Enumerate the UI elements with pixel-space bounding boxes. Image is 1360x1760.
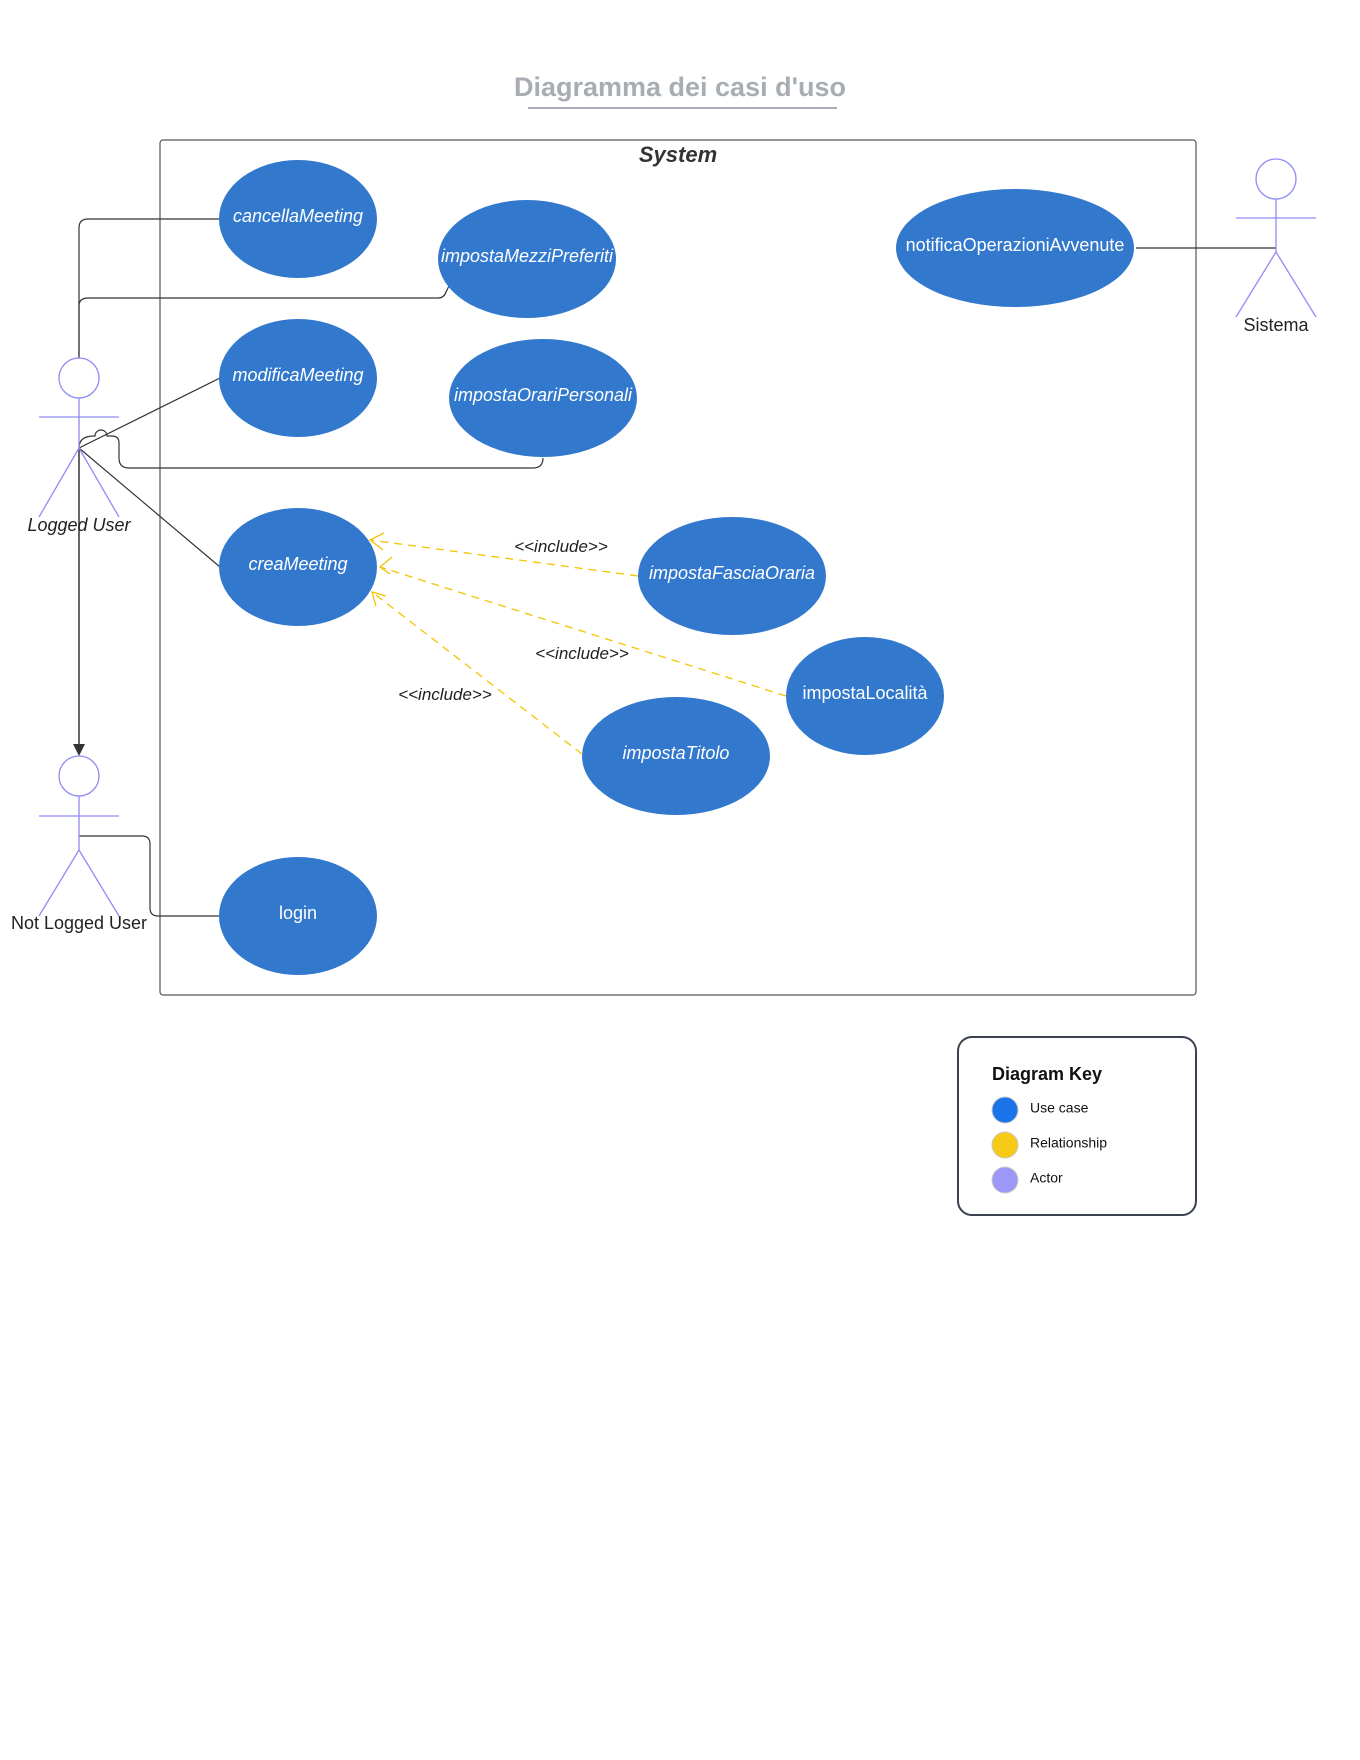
- legend-box: [957, 1036, 1197, 1216]
- actor-label-logged-user: Logged User: [27, 515, 131, 535]
- actor-not-logged-user[interactable]: [38, 755, 120, 917]
- legend-swatch-actor: [991, 1166, 1019, 1194]
- diagram-title: Diagramma dei casi d'uso: [514, 72, 846, 102]
- include-localita-arrowhead: [378, 556, 393, 575]
- actor-head-icon: [58, 755, 100, 797]
- legend-item: Actor: [991, 1166, 1063, 1194]
- include-label-titolo: <<include>>: [398, 685, 492, 704]
- use-case-label: login: [279, 903, 317, 923]
- legend-label: Relationship: [1030, 1135, 1107, 1151]
- legend-item: Use case: [991, 1096, 1089, 1124]
- use-case-impostafasciaoraria[interactable]: impostaFasciaOraria: [638, 517, 826, 635]
- actor-label-not-logged-user: Not Logged User: [11, 913, 147, 933]
- use-case-notificaoperazioniavvenute[interactable]: notificaOperazioniAvvenute: [896, 189, 1134, 307]
- legend-swatch-use-case: [991, 1096, 1019, 1124]
- include-titolo-line: [371, 591, 583, 755]
- use-case-label: creaMeeting: [248, 554, 347, 574]
- include-relationships: [368, 532, 787, 755]
- association-logged-creameeting: [78, 447, 221, 568]
- include-titolo-arrowhead: [371, 591, 387, 607]
- legend-label: Actor: [1030, 1170, 1063, 1186]
- actor-head-icon: [58, 357, 100, 399]
- use-case-label: notificaOperazioniAvvenute: [906, 235, 1125, 255]
- use-case-label: modificaMeeting: [232, 365, 363, 385]
- use-case-label: impostaOrariPersonali: [454, 385, 633, 405]
- actor-sistema[interactable]: [1235, 158, 1317, 318]
- use-case-label: impostaMezziPreferiti: [441, 246, 614, 266]
- legend-swatch-relationship: [991, 1131, 1019, 1159]
- legend-item: Relationship: [991, 1131, 1107, 1159]
- include-label-fasciaoraria: <<include>>: [514, 537, 608, 556]
- use-case-impostamezzipreferiti[interactable]: impostaMezziPreferiti: [438, 200, 616, 318]
- use-case-cancellameeting[interactable]: cancellaMeeting: [219, 160, 377, 278]
- use-case-modificameeting[interactable]: modificaMeeting: [219, 319, 377, 437]
- association-logged-impostaorari: [78, 429, 544, 469]
- include-fasciaoraria-line: [369, 539, 639, 577]
- association-logged-cancellameeting: [78, 218, 220, 358]
- association-logged-modificameeting: [78, 377, 221, 449]
- actor-head-icon: [1255, 158, 1297, 200]
- use-case-impostatitolo[interactable]: impostaTitolo: [582, 697, 770, 815]
- legend-label: Use case: [1030, 1100, 1089, 1116]
- system-boundary: [159, 139, 1197, 996]
- use-case-label: impostaFasciaOraria: [649, 563, 815, 583]
- include-localita-line: [379, 566, 787, 697]
- use-case-impostaoraripersonali[interactable]: impostaOrariPersonali: [449, 339, 637, 457]
- use-case-impostalocalita[interactable]: impostaLocalità: [786, 637, 944, 755]
- legend-title: Diagram Key: [992, 1064, 1102, 1084]
- use-case-creameeting[interactable]: creaMeeting: [219, 508, 377, 626]
- include-label-localita: <<include>>: [535, 644, 629, 663]
- include-fasciaoraria-arrowhead: [368, 532, 385, 551]
- use-case-label: cancellaMeeting: [233, 206, 363, 226]
- actor-logged-user[interactable]: [38, 357, 120, 518]
- use-case-login[interactable]: login: [219, 857, 377, 975]
- use-case-label: impostaTitolo: [623, 743, 730, 763]
- association-notlogged-login: [79, 835, 220, 917]
- actor-label-sistema: Sistema: [1243, 315, 1309, 335]
- legend: Diagram Key Use case Relationship Actor: [957, 1036, 1197, 1216]
- use-case-label: impostaLocalità: [802, 683, 928, 703]
- system-label: System: [639, 142, 717, 167]
